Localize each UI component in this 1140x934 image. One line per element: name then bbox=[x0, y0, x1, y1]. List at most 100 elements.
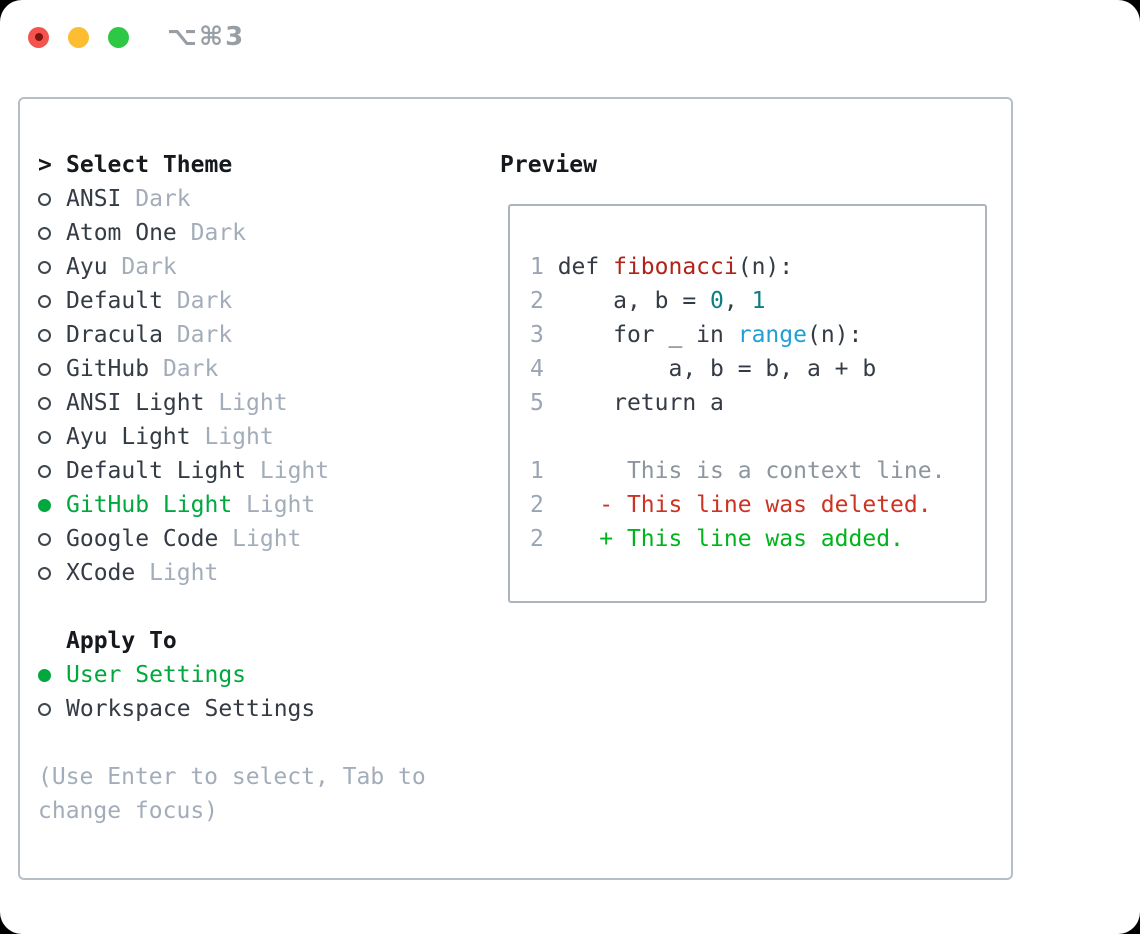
code-token-code: a, b = b, a + b bbox=[557, 356, 877, 382]
hint-line-2: change focus) bbox=[38, 798, 219, 824]
option-label: ANSI bbox=[66, 186, 136, 212]
radio-unselected-icon bbox=[38, 464, 51, 478]
theme-option-default-light[interactable]: Default Light Light bbox=[38, 454, 490, 488]
option-label: User Settings bbox=[66, 662, 247, 688]
apply-to-header: Apply To bbox=[38, 624, 490, 658]
theme-option-ayu-light[interactable]: Ayu Light Light bbox=[38, 420, 490, 454]
spacer bbox=[38, 590, 490, 624]
option-label: Google Code bbox=[66, 526, 233, 552]
radio-selected-icon bbox=[38, 668, 51, 682]
code-token-num: 2 bbox=[530, 492, 544, 518]
code-token-numlit: 0 bbox=[710, 288, 724, 314]
code-token-ctx: This is a context line. bbox=[543, 458, 946, 484]
option-label: GitHub Light bbox=[66, 492, 247, 518]
code-token-code: (n): bbox=[806, 322, 863, 348]
option-label: Default bbox=[66, 288, 177, 314]
theme-option-atom-one[interactable]: Atom One Dark bbox=[38, 216, 490, 250]
preview-column: Preview 1 def fibonacci(n): 2 a, b = 0, … bbox=[490, 148, 1011, 828]
radio-unselected-icon bbox=[38, 328, 51, 342]
theme-option-ansi-light[interactable]: ANSI Light Light bbox=[38, 386, 490, 420]
option-variant: Dark bbox=[176, 288, 233, 314]
option-variant: Dark bbox=[176, 322, 233, 348]
code-token-code: return a bbox=[557, 390, 724, 416]
theme-option-google-code[interactable]: Google Code Light bbox=[38, 522, 490, 556]
theme-option-ansi[interactable]: ANSI Dark bbox=[38, 182, 490, 216]
option-label: Atom One bbox=[66, 220, 191, 246]
option-variant: Dark bbox=[135, 186, 191, 212]
option-variant: Light bbox=[232, 526, 302, 552]
radio-unselected-icon bbox=[38, 430, 51, 444]
radio-selected-icon bbox=[38, 498, 51, 512]
apply-to-title: Apply To bbox=[66, 628, 177, 654]
radio-unselected-icon bbox=[38, 532, 51, 546]
radio-unselected-icon bbox=[38, 396, 51, 410]
option-label: Ayu Light bbox=[66, 424, 205, 450]
code-token-code: def bbox=[557, 254, 614, 280]
theme-option-xcode[interactable]: XCode Light bbox=[38, 556, 490, 590]
code-token-num: 1 bbox=[530, 458, 544, 484]
radio-unselected-icon bbox=[38, 226, 51, 240]
code-token-num: 2 bbox=[530, 288, 558, 314]
code-token-code bbox=[544, 526, 599, 552]
code-token-num: 5 bbox=[530, 390, 558, 416]
radio-unselected-icon bbox=[38, 362, 51, 376]
apply-option-workspace-settings[interactable]: Workspace Settings bbox=[38, 692, 490, 726]
code-token-num: 3 bbox=[530, 322, 558, 348]
code-token-add: + This line was added. bbox=[599, 526, 904, 552]
theme-option-dracula[interactable]: Dracula Dark bbox=[38, 318, 490, 352]
code-token-code: for _ in bbox=[557, 322, 738, 348]
option-label: XCode bbox=[66, 560, 150, 586]
option-variant: Light bbox=[204, 424, 274, 450]
code-token-func: fibonacci bbox=[613, 254, 738, 280]
select-theme-title: Select Theme bbox=[66, 152, 233, 178]
code-token-code: a, b = bbox=[557, 288, 711, 314]
select-theme-header: > Select Theme bbox=[38, 148, 490, 182]
window-shortcut-label: ⌥⌘3 bbox=[167, 22, 246, 52]
close-traffic-light-icon[interactable] bbox=[28, 26, 49, 48]
code-token-code: , bbox=[723, 288, 752, 314]
radio-unselected-icon bbox=[38, 192, 51, 206]
apply-option-user-settings[interactable]: User Settings bbox=[38, 658, 490, 692]
option-label: ANSI Light bbox=[66, 390, 219, 416]
code-preview: 1 def fibonacci(n): 2 a, b = 0, 1 3 for … bbox=[510, 206, 985, 556]
option-variant: Dark bbox=[121, 254, 177, 280]
theme-option-github[interactable]: GitHub Dark bbox=[38, 352, 490, 386]
option-variant: Dark bbox=[162, 356, 219, 382]
option-variant: Dark bbox=[190, 220, 247, 246]
zoom-traffic-light-icon[interactable] bbox=[108, 26, 129, 48]
code-token-del: - This line was deleted. bbox=[599, 492, 932, 518]
titlebar: ⌥⌘3 bbox=[28, 22, 245, 52]
preview-title: Preview bbox=[500, 152, 597, 178]
option-label: Ayu bbox=[66, 254, 122, 280]
option-variant: Light bbox=[246, 492, 316, 518]
hint-line-1: (Use Enter to select, Tab to bbox=[38, 764, 426, 790]
keyboard-hint: (Use Enter to select, Tab to change focu… bbox=[38, 760, 490, 828]
code-token-num: 1 bbox=[530, 254, 558, 280]
option-label: Default Light bbox=[66, 458, 260, 484]
cursor-marker: > bbox=[38, 152, 52, 178]
radio-unselected-icon bbox=[38, 566, 51, 580]
option-label: GitHub bbox=[66, 356, 163, 382]
preview-box: 1 def fibonacci(n): 2 a, b = 0, 1 3 for … bbox=[508, 204, 987, 603]
radio-unselected-icon bbox=[38, 702, 51, 716]
code-token-code: (n): bbox=[737, 254, 794, 280]
code-token-code bbox=[544, 492, 599, 518]
option-label: Workspace Settings bbox=[66, 696, 316, 722]
theme-option-ayu[interactable]: Ayu Dark bbox=[38, 250, 490, 284]
option-variant: Light bbox=[218, 390, 288, 416]
radio-unselected-icon bbox=[38, 260, 51, 274]
radio-unselected-icon bbox=[38, 294, 51, 308]
code-token-builtin: range bbox=[737, 322, 807, 348]
option-label: Dracula bbox=[66, 322, 177, 348]
minimize-traffic-light-icon[interactable] bbox=[68, 26, 89, 48]
code-token-num: 2 bbox=[530, 526, 544, 552]
code-token-num: 4 bbox=[530, 356, 558, 382]
option-variant: Light bbox=[149, 560, 219, 586]
theme-option-github-light[interactable]: GitHub Light Light bbox=[38, 488, 490, 522]
theme-option-default[interactable]: Default Dark bbox=[38, 284, 490, 318]
